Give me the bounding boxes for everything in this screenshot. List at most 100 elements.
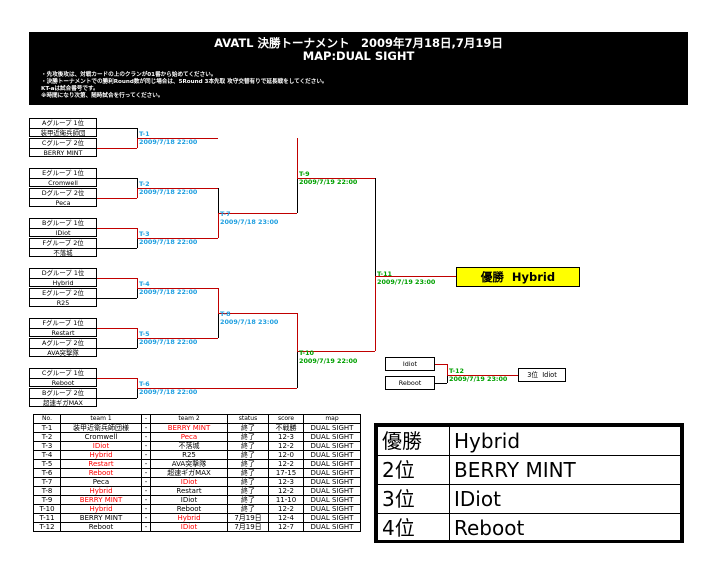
bracket-line — [97, 178, 137, 179]
column-header: No. — [33, 414, 61, 424]
bracket-line — [435, 383, 447, 384]
bracket-line-winner — [137, 238, 218, 239]
bracket-line-winner — [137, 388, 297, 389]
bracket-line — [297, 351, 298, 388]
team-box: Fグループ 2位不落城 — [29, 238, 97, 257]
bracket-line-winner — [297, 138, 298, 178]
rule-note: ・決勝トーナメントでの勝利Round数が同じ場合は、5Round 3本先取 攻守… — [41, 79, 328, 85]
third-place-name: Idiot — [542, 371, 557, 379]
third-place-team: Reboot — [385, 376, 435, 390]
column-header: team 2 — [150, 414, 228, 424]
column-header: team 1 — [60, 414, 142, 424]
status-cell: 終了 — [227, 450, 269, 460]
map-cell: DUAL SIGHT — [303, 441, 361, 451]
team1-cell: 装甲近衛兵師団様 — [60, 423, 142, 433]
bracket-line-winner — [97, 228, 137, 229]
team2-cell: BERRY MINT — [150, 423, 228, 433]
status-cell: 終了 — [227, 459, 269, 469]
score-cell: 11-10 — [268, 495, 304, 505]
status-cell: 終了 — [227, 441, 269, 451]
separator-cell: - — [141, 486, 151, 496]
bracket-line-winner — [137, 138, 138, 148]
score-cell: 17-15 — [268, 468, 304, 478]
bracket-line-winner — [435, 364, 447, 365]
map-cell: DUAL SIGHT — [303, 468, 361, 478]
bracket-line-winner — [218, 213, 297, 214]
bracket-line — [375, 178, 376, 276]
bracket-line-winner — [97, 198, 137, 199]
bracket-line — [218, 313, 219, 338]
map-cell: DUAL SIGHT — [303, 486, 361, 496]
third-place-label: 3位 — [527, 371, 538, 379]
separator-cell: - — [141, 468, 151, 478]
bracket-line-winner — [447, 375, 518, 376]
match-no: T-1 — [33, 423, 61, 433]
status-cell: 終了 — [227, 495, 269, 505]
rank-label: 2位 — [377, 455, 450, 485]
team2-cell: IDiot — [150, 522, 228, 532]
status-cell: 終了 — [227, 477, 269, 487]
bracket-line-winner — [137, 228, 138, 238]
separator-cell: - — [141, 495, 151, 505]
bracket-line-winner — [137, 328, 138, 338]
rule-note: KT-aは試合番号です。 — [41, 86, 99, 92]
map-cell: DUAL SIGHT — [303, 504, 361, 514]
tournament-header: AVATL 決勝トーナメント 2009年7月18日,7月19日 MAP:DUAL… — [29, 32, 688, 105]
separator-cell: - — [141, 423, 151, 433]
match-no: T-4 — [33, 450, 61, 460]
tournament-title: AVATL 決勝トーナメント 2009年7月18日,7月19日 — [214, 36, 503, 50]
rank-label: 4位 — [377, 513, 450, 543]
bracket-line-winner — [375, 276, 456, 277]
match-no: T-9 — [33, 495, 61, 505]
team2-cell: Restart — [150, 486, 228, 496]
map-cell: DUAL SIGHT — [303, 423, 361, 433]
bracket-line — [218, 188, 219, 213]
rank-label: 3位 — [377, 484, 450, 514]
team2-cell: Peca — [150, 432, 228, 442]
team2-cell: 不落城 — [150, 441, 228, 451]
map-cell: DUAL SIGHT — [303, 495, 361, 505]
column-header: score — [268, 414, 304, 424]
rank-label: 優勝 — [377, 426, 450, 456]
score-cell: 12-2 — [268, 486, 304, 496]
results-table: No. team 1 - team 2 status score map T-1… — [33, 414, 361, 532]
third-place-box: 3位 Idiot — [518, 368, 566, 382]
score-cell: 12-0 — [268, 450, 304, 460]
bracket-line-winner — [447, 364, 448, 375]
bracket-line — [137, 178, 138, 188]
separator-cell: - — [141, 522, 151, 532]
rank-team: BERRY MINT — [449, 455, 681, 485]
status-cell: 7月19日 — [227, 513, 269, 523]
team2-cell: AVA突撃隊 — [150, 459, 228, 469]
bracket-line-winner — [218, 213, 219, 238]
bracket-line-winner — [97, 328, 137, 329]
separator-cell: - — [141, 477, 151, 487]
rank-team: Reboot — [449, 513, 681, 543]
team2-cell: Reboot — [150, 504, 228, 514]
score-cell: 12-2 — [268, 441, 304, 451]
status-cell: 終了 — [227, 423, 269, 433]
match-no: T-6 — [33, 468, 61, 478]
match-no: T-10 — [33, 504, 61, 514]
champion-name: Hybrid — [511, 270, 556, 284]
bracket-line-winner — [137, 138, 218, 139]
team-box: Aグループ 1位装甲近衛兵師団 — [29, 118, 97, 137]
